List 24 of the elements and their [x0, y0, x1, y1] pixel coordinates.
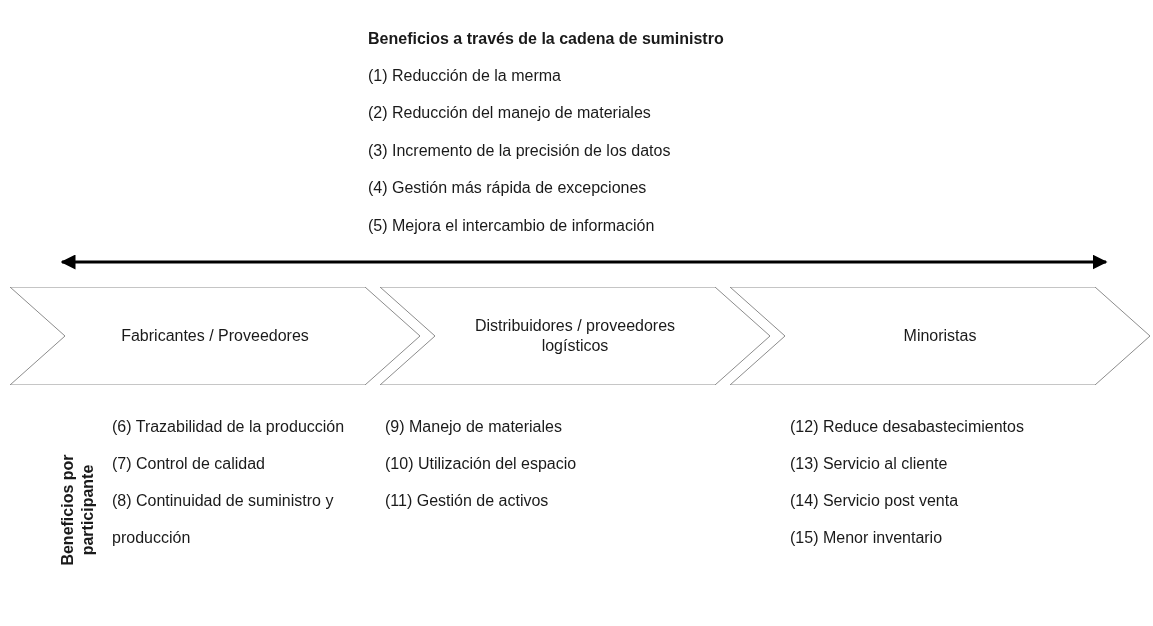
- list-item: (1) Reducción de la merma: [368, 66, 561, 86]
- node-label: Fabricantes / Proveedores: [120, 326, 310, 346]
- chevron-shape: [380, 287, 770, 385]
- chevron-shape: [10, 287, 420, 385]
- double-arrow: [60, 254, 1108, 270]
- benefit-text: (11) Gestión de activos: [385, 491, 550, 511]
- list-item: (4) Gestión más rápida de excepciones: [368, 178, 647, 198]
- list-heading: Beneficios a través de la cadena de suministro: [368, 29, 724, 49]
- chevron-shape: [730, 287, 1150, 385]
- benefit-text: (6) Trazabilidad de la producción: [112, 417, 346, 437]
- benefit-text: (9) Manejo de materiales: [385, 417, 563, 437]
- list-item: (5) Mejora el intercambio de información: [368, 216, 655, 236]
- benefit-text: (12) Reduce desabastecimientos: [790, 417, 1025, 437]
- node-label: Distribuidores / proveedores logísticos: [473, 316, 677, 356]
- benefit-text: (10) Utilización del espacio: [385, 454, 578, 474]
- benefit-text: (7) Control de calidad: [112, 454, 266, 474]
- benefit-text: (13) Servicio al cliente: [790, 454, 949, 474]
- benefit-text: (8) Continuidad de suministro y producción: [112, 491, 335, 548]
- benefit-text: (15) Menor inventario: [790, 528, 944, 548]
- node-label: Minoristas: [902, 326, 978, 346]
- list-item: (2) Reducción del manejo de materiales: [368, 103, 651, 123]
- vertical-label: Beneficios por participante: [58, 453, 97, 568]
- list-item: (3) Incremento de la precisión de los datos: [368, 141, 671, 161]
- benefit-text: (14) Servicio post venta: [790, 491, 960, 511]
